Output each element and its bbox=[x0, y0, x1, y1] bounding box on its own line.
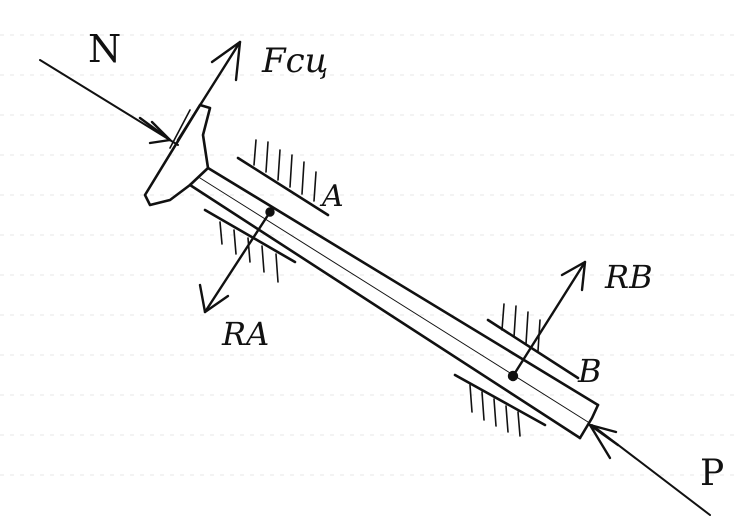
label-rb: RB bbox=[604, 258, 653, 296]
label-a: A bbox=[319, 179, 344, 214]
label-p: P bbox=[700, 453, 724, 494]
reaction-rb-arrow bbox=[507, 260, 587, 382]
bearing-a-lower bbox=[203, 208, 297, 283]
force-p-arrow bbox=[588, 423, 620, 460]
reaction-ra-arrow bbox=[198, 207, 275, 314]
label-ra: RA bbox=[221, 315, 269, 353]
rod bbox=[143, 103, 600, 440]
force-n-arrow bbox=[138, 116, 172, 145]
rod-inner-line bbox=[199, 177, 589, 423]
bearing-a bbox=[236, 139, 330, 217]
label-n: N bbox=[88, 27, 121, 71]
rod-bottom-edge bbox=[188, 183, 582, 440]
force-f-arrow bbox=[176, 40, 242, 142]
background-grid bbox=[0, 34, 738, 476]
rod-end bbox=[578, 403, 600, 440]
label-f: Fсц bbox=[261, 41, 328, 81]
label-b: B bbox=[577, 352, 602, 390]
bearing-a-hatching bbox=[253, 139, 317, 202]
bearing-b-lower bbox=[453, 373, 547, 437]
rod-top-edge bbox=[206, 166, 600, 407]
